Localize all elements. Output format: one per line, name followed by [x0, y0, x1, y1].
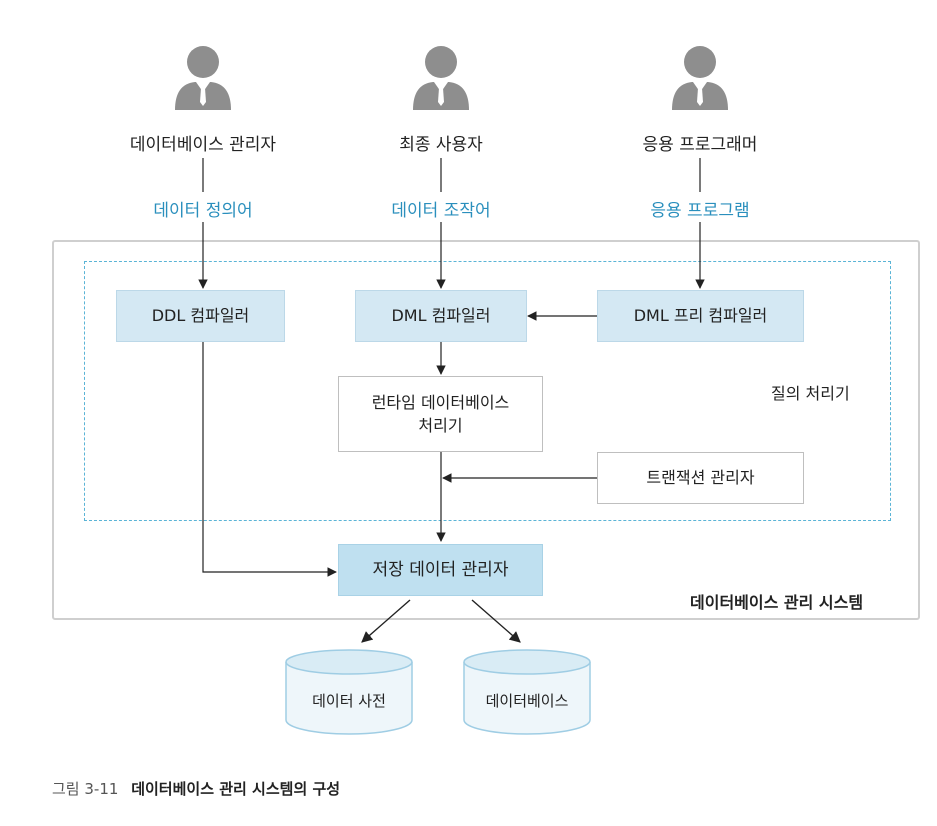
figure-number: 그림 3-11: [52, 780, 119, 798]
storage-manager-box: 저장 데이터 관리자: [338, 544, 543, 596]
database-cylinder: [463, 649, 591, 735]
transaction-manager-label: 트랜잭션 관리자: [646, 468, 755, 488]
application-program-label: 응용 프로그램: [650, 201, 750, 221]
end-user-person-icon: [413, 46, 469, 110]
actor-administrator-label: 데이터베이스 관리자: [129, 135, 277, 155]
data-definition-language-label: 데이터 정의어: [153, 201, 253, 221]
storage-to-database-arrow: [471, 599, 521, 643]
programmer-person-icon: [672, 46, 728, 110]
runtime-processor-label-line1: 런타임 데이터베이스: [371, 392, 510, 412]
figure-caption: 그림 3-11 데이터베이스 관리 시스템의 구성: [52, 778, 340, 799]
actor-end-user-label: 최종 사용자: [399, 135, 483, 155]
database-label: 데이터베이스: [485, 692, 569, 710]
runtime-processor-label-line2: 처리기: [418, 416, 463, 435]
dml-precompiler-label: DML 프리 컴파일러: [633, 306, 768, 326]
ddl-to-storage-arrow: [202, 342, 337, 577]
storage-to-dictionary-arrow: [361, 599, 411, 643]
dbms-label: 데이터베이스 관리 시스템: [690, 593, 864, 612]
data-dictionary-cylinder: [285, 649, 413, 735]
query-processor-region: [84, 261, 891, 521]
data-manipulation-language-label: 데이터 조작어: [391, 201, 491, 221]
query-processor-label: 질의 처리기: [771, 384, 850, 403]
figure-title: 데이터베이스 관리 시스템의 구성: [131, 780, 341, 798]
dml-compiler-box: DML 컴파일러: [355, 290, 527, 342]
runtime-processor-box: 런타임 데이터베이스 처리기: [338, 376, 543, 452]
storage-manager-label: 저장 데이터 관리자: [372, 559, 509, 580]
dbms-frame: [52, 240, 920, 620]
administrator-person-icon: [175, 46, 231, 110]
dml-compiler-label: DML 컴파일러: [391, 306, 491, 326]
actor-programmer-label: 응용 프로그래머: [642, 135, 758, 155]
dml-precompiler-box: DML 프리 컴파일러: [597, 290, 804, 342]
data-dictionary-label: 데이터 사전: [312, 692, 386, 710]
ddl-compiler-box: DDL 컴파일러: [116, 290, 285, 342]
transaction-manager-box: 트랜잭션 관리자: [597, 452, 804, 504]
ddl-compiler-label: DDL 컴파일러: [151, 306, 250, 326]
